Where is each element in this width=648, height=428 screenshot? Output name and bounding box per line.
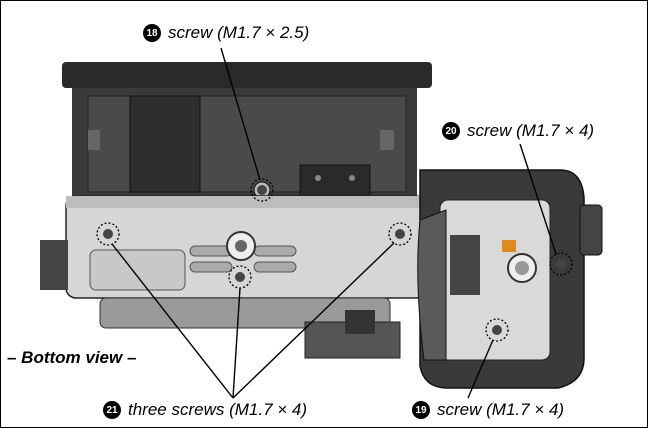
callout-number-badge: 20 xyxy=(442,122,460,140)
callout-number-badge: 19 xyxy=(412,401,430,419)
callout-number-badge: 18 xyxy=(143,24,161,42)
callout-text: three screws (M1.7 × 4) xyxy=(128,400,308,419)
callout-21-three-screws: 21 three screws (M1.7 × 4) xyxy=(103,400,307,420)
callout-18-screw: 18 screw (M1.7 × 2.5) xyxy=(143,23,309,43)
callout-20-screw: 20 screw (M1.7 × 4) xyxy=(442,121,594,141)
screw-21a-marker xyxy=(96,222,120,246)
callout-19-screw: 19 screw (M1.7 × 4) xyxy=(412,400,564,420)
screw-21c-marker xyxy=(388,222,412,246)
callout-number-badge: 21 xyxy=(103,401,121,419)
screw-18-marker xyxy=(250,178,274,202)
leader-lines xyxy=(111,47,557,399)
view-label: – Bottom view – xyxy=(7,348,137,367)
screw-19-marker xyxy=(485,318,509,342)
lcd-monitor xyxy=(62,62,432,199)
grip-section xyxy=(417,169,603,389)
callout-text: screw (M1.7 × 4) xyxy=(467,121,595,140)
callout-text: screw (M1.7 × 4) xyxy=(437,400,565,419)
screw-20-marker xyxy=(549,252,573,276)
callout-text: screw (M1.7 × 2.5) xyxy=(168,23,310,42)
camera-body xyxy=(40,195,427,359)
